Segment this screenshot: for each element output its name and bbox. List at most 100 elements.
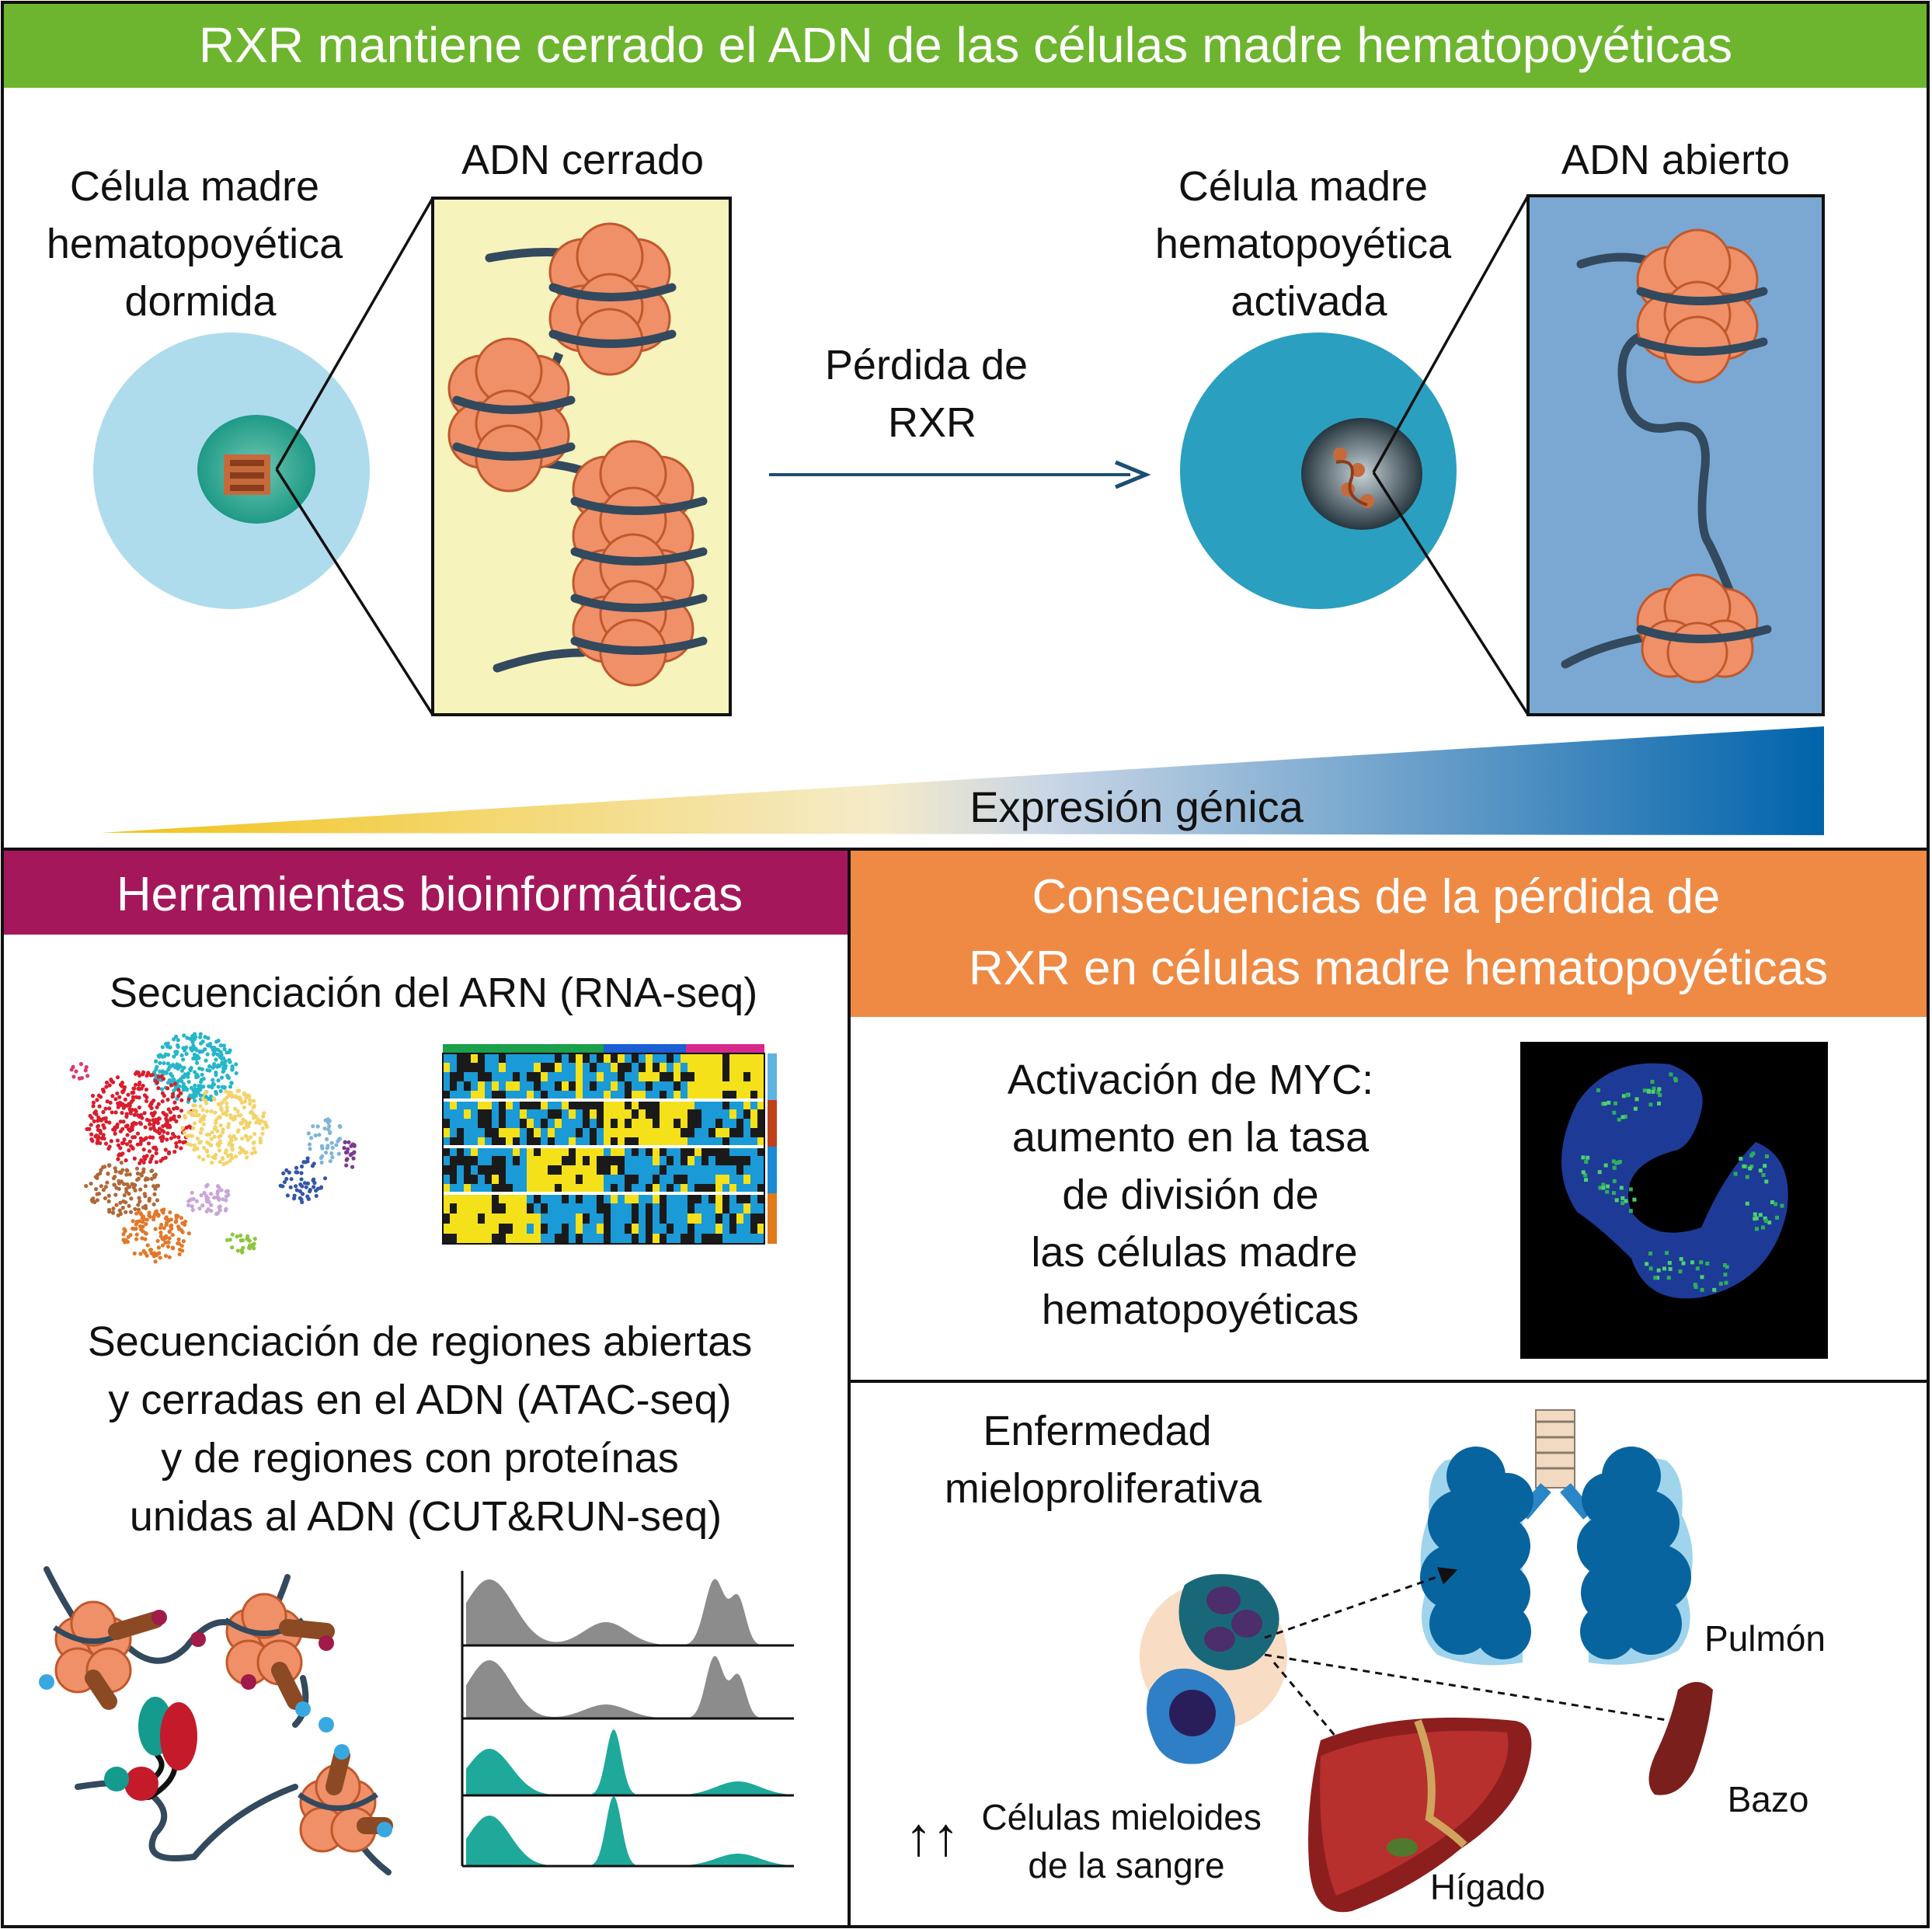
umap-point (165, 1137, 169, 1142)
heatmap-cell (597, 1156, 604, 1166)
heatmap-cell (681, 1072, 688, 1082)
heatmap-cell (757, 1109, 765, 1119)
umap-point (215, 1191, 220, 1196)
umap-point (93, 1175, 98, 1179)
heatmap-cell (694, 1213, 702, 1224)
umap-point (179, 1146, 183, 1151)
microscopy-speckle (1634, 1097, 1639, 1102)
heatmap-cell (632, 1193, 639, 1204)
heatmap-cell (478, 1175, 486, 1185)
heatmap-cell (604, 1119, 611, 1129)
heatmap-cell (681, 1119, 688, 1129)
heatmap-cell (708, 1193, 716, 1204)
heatmap-cell (701, 1119, 709, 1129)
heatmap-cell (443, 1234, 451, 1245)
microscopy-speckle (1669, 1072, 1673, 1077)
umap-point (136, 1203, 141, 1207)
umap-point (304, 1185, 308, 1189)
microscopy-speckle (1656, 1268, 1661, 1273)
umap-point (147, 1118, 151, 1123)
heatmap-cell (694, 1224, 702, 1234)
umap-point (177, 1252, 182, 1257)
heatmap-cell (513, 1184, 520, 1194)
heatmap-cell (506, 1119, 513, 1129)
heatmap-cell (569, 1147, 576, 1157)
umap-point (165, 1219, 171, 1224)
umap-point (198, 1041, 204, 1046)
umap-point (124, 1210, 128, 1214)
heatmap-cell (736, 1063, 744, 1073)
heatmap-cell (499, 1175, 506, 1185)
microscopy-speckle (1712, 1287, 1717, 1292)
heatmap-cell (471, 1234, 479, 1245)
heatmap-cell (743, 1100, 751, 1110)
umap-point (111, 1176, 116, 1181)
heatmap-cell (667, 1109, 674, 1119)
umap-point (139, 1158, 144, 1163)
umap-point (225, 1105, 230, 1109)
heatmap-cell (625, 1224, 632, 1234)
umap-point (103, 1141, 109, 1146)
heatmap-cell (471, 1175, 479, 1185)
heatmap-cell (597, 1175, 604, 1185)
microscopy-speckle (1723, 1273, 1728, 1277)
umap-point (144, 1095, 149, 1099)
umap-point (156, 1074, 161, 1079)
umap-point (179, 1098, 184, 1102)
umap-point (210, 1160, 214, 1165)
microscopy-speckle (1605, 1189, 1610, 1194)
umap-point (106, 1193, 111, 1198)
umap-point (172, 1134, 177, 1139)
umap-point (198, 1104, 203, 1109)
umap-point (167, 1236, 172, 1241)
heatmap-cell (506, 1053, 513, 1064)
heatmap-cell (492, 1147, 500, 1157)
umap-point (230, 1143, 235, 1147)
umap-point (218, 1204, 222, 1209)
heatmap-cell (722, 1213, 730, 1224)
heatmap-cell (625, 1091, 632, 1101)
heatmap-cell (715, 1100, 723, 1110)
microscopy-speckle (1628, 1209, 1633, 1213)
umap-point (201, 1157, 206, 1162)
heatmap-cell (464, 1193, 472, 1204)
heatmap-cell (681, 1063, 688, 1073)
heatmap-cell (729, 1091, 737, 1101)
heatmap-cell (478, 1184, 486, 1194)
umap-point (143, 1125, 148, 1130)
heatmap-cell (632, 1184, 639, 1194)
umap-point (144, 1253, 149, 1258)
umap-point (205, 1140, 210, 1144)
heatmap-cell (478, 1234, 486, 1245)
umap-point (119, 1160, 124, 1165)
heatmap-cell (450, 1147, 458, 1157)
heatmap-cell (513, 1156, 520, 1166)
umap-point (172, 1054, 176, 1059)
heatmap-cell (520, 1203, 527, 1214)
heatmap-cell (681, 1165, 688, 1175)
heatmap-cell (660, 1091, 667, 1101)
heatmap-cell (513, 1234, 520, 1245)
umap-point (109, 1139, 113, 1144)
heatmap-cell (701, 1224, 709, 1234)
heatmap-cell (492, 1128, 500, 1138)
heatmap-cell (541, 1234, 548, 1245)
umap-point (327, 1119, 332, 1123)
heatmap-cell (457, 1109, 465, 1119)
heatmap-cell (715, 1053, 723, 1064)
heatmap-cell (722, 1156, 730, 1166)
umap-point (211, 1052, 216, 1057)
heatmap-cell (688, 1091, 695, 1101)
umap-point (238, 1145, 242, 1150)
heatmap-cell (492, 1119, 500, 1129)
umap-point (127, 1106, 132, 1112)
umap-point (306, 1131, 311, 1136)
heatmap-cell (757, 1184, 765, 1194)
umap-point (161, 1210, 165, 1215)
microscopy-speckle (1679, 1257, 1683, 1262)
umap-point (120, 1151, 125, 1156)
heatmap-cell (569, 1119, 576, 1129)
heatmap-cell (464, 1109, 472, 1119)
heatmap-cell (450, 1156, 458, 1166)
umap-point (122, 1137, 127, 1142)
